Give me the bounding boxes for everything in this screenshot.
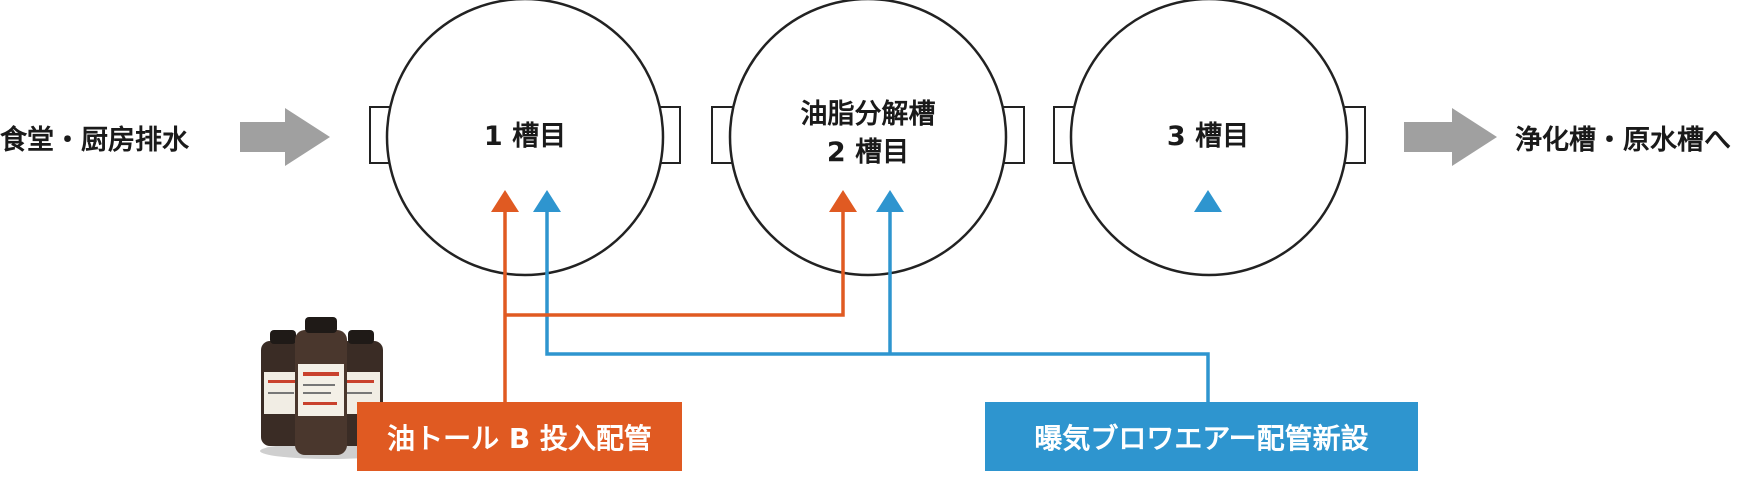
aeration-arrowhead-tank1 [533,190,561,212]
inlet-label: 食堂・厨房排水 [0,125,189,156]
outlet-label: 浄化槽・原水槽へ [1515,125,1731,156]
tank-2-label: 油脂分解槽 2 槽目 [768,96,968,172]
tank-2-name: 2 槽目 [826,137,910,168]
aeration-main-line [545,210,1210,402]
aeration-pipe-badge: 曝気ブロワエアー配管新設 [985,402,1418,471]
tank-1 [369,0,681,277]
tank-1-name: 1 槽目 [483,121,567,152]
tank-2-type: 油脂分解槽 [800,99,936,130]
tank-2 [711,0,1025,277]
dosing-branch-tank2 [505,210,845,317]
dosing-arrowhead-tank2 [829,190,857,212]
dosing-arrowhead-tank1 [491,190,519,212]
dosing-piping [491,190,857,402]
aeration-arrowhead-tank2 [876,190,904,212]
aeration-piping [533,190,1222,402]
tank-3 [1053,0,1366,277]
product-bottles-icon [260,317,400,459]
tank-1-label: 1 槽目 [425,118,625,156]
tank-3-label: 3 槽目 [1108,118,1308,156]
tank-3-name: 3 槽目 [1166,121,1250,152]
outflow-arrow [1404,108,1497,166]
inflow-arrow [240,108,330,166]
aeration-arrowhead-tank3 [1194,190,1222,212]
dosing-pipe-badge: 油トール B 投入配管 [357,402,682,471]
